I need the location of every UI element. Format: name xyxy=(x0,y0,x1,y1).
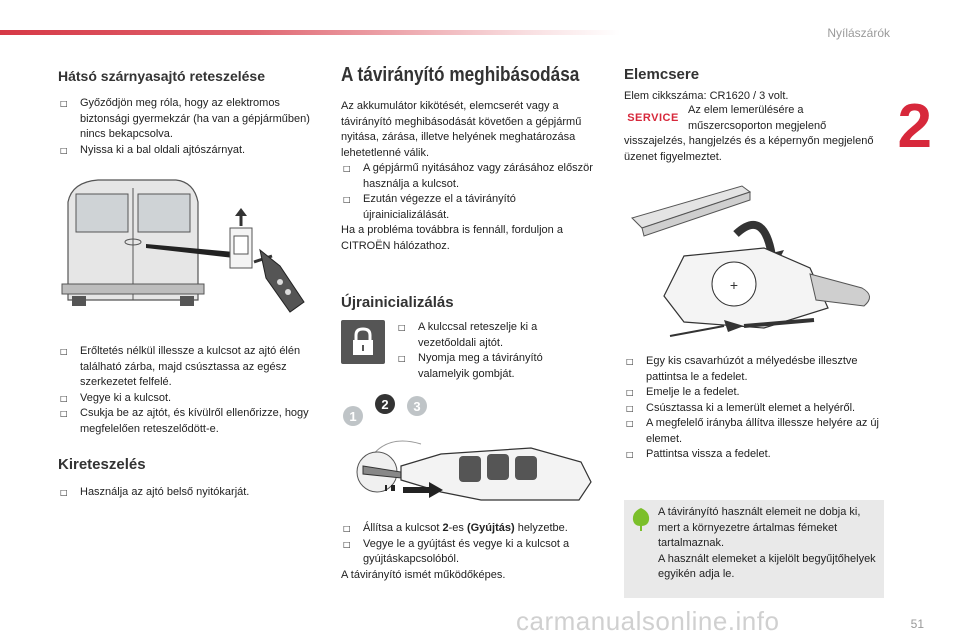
paragraph-intro: Az akkumulátor kikötését, elemcserét vag… xyxy=(341,100,582,159)
page-number: 51 xyxy=(910,617,924,631)
paragraph-final: A távirányító ismét működőképes. xyxy=(341,568,506,581)
heading-remote-failure: A távirányító meghibásodása xyxy=(341,64,580,86)
battery-steps: □Egy kis csavarhúzót a mélyedésbe illesz… xyxy=(624,354,886,463)
svg-text:1: 1 xyxy=(349,409,356,424)
heading-battery-change: Elemcsere xyxy=(624,66,700,83)
list-item: □Csukja be az ajtót, és kívülről ellenőr… xyxy=(60,407,309,435)
list-item: □A kulccsal reteszelje ki a vezetőoldali… xyxy=(398,321,538,349)
list-item: □Emelje le a fedelet. xyxy=(624,385,886,401)
column-unlocking: Kireteszelés □Használja az ajtó belső ny… xyxy=(58,456,320,501)
bullet-icon: □ xyxy=(626,357,634,366)
bullet-icon: □ xyxy=(60,347,68,356)
eco-note-text: A távirányító használt elemeit ne dobja … xyxy=(658,506,861,549)
column-remote-failure: A távirányító meghibásodása Az akkumulát… xyxy=(341,64,603,254)
leaf-icon xyxy=(632,508,650,531)
bullet-icon: □ xyxy=(626,403,634,413)
list-item: □Nyomja meg a távirányító valamelyik gom… xyxy=(398,352,543,380)
list-item: □Erőltetés nélkül illessze a kulcsot az … xyxy=(60,345,301,388)
bullet-icon: □ xyxy=(398,354,406,363)
list-item: □A megfelelő irányba állítva illessze he… xyxy=(626,417,879,445)
battery-spec: Elem cikkszáma: CR1620 / 3 volt. xyxy=(624,90,789,102)
list-item: □A gépjármű nyitásához vagy zárásához el… xyxy=(343,162,593,190)
service-text-2: visszajelzés, hangjelzés és a képernyőn … xyxy=(624,135,874,163)
list-item: □Használja az ajtó belső nyitókarját. xyxy=(58,485,320,501)
chapter-number: 2 xyxy=(897,92,932,161)
svg-text:+: + xyxy=(730,277,738,293)
eco-note-box xyxy=(624,500,884,598)
column-rear-door: Hátsó szárnyasajtó reteszelése □Győződjö… xyxy=(58,68,320,158)
list-item: □Pattintsa vissza a fedelet. xyxy=(624,447,886,463)
column-battery-change: Elemcsere Elem cikkszáma: CR1620 / 3 vol… xyxy=(624,66,886,105)
van-rear-door-illustration xyxy=(58,172,312,318)
battery-change-illustration: + xyxy=(631,185,870,337)
list-item: □Állítsa a kulcsot 2-es (Gyújtás) helyze… xyxy=(341,521,603,537)
header-accent-bar xyxy=(0,30,620,35)
reinit-steps: □A kulccsal reteszelje ki a vezetőoldali… xyxy=(396,320,596,382)
heading-reinitialization: Újrainicializálás xyxy=(341,294,454,311)
list-item: □Vegye le a gyújtást és vegye ki a kulcs… xyxy=(343,537,570,566)
bullet-icon: □ xyxy=(60,393,68,403)
svg-text:2: 2 xyxy=(381,397,388,412)
key-ignition-illustration: 1 2 3 xyxy=(343,394,592,501)
bullet-icon: □ xyxy=(626,450,634,459)
list-item: □Egy kis csavarhúzót a mélyedésbe illesz… xyxy=(626,355,858,383)
bullet-icon: □ xyxy=(343,164,351,173)
list-item: □Csúsztassa ki a lemerült elemet a helyé… xyxy=(624,401,886,417)
list-item: □Győződjön meg róla, hogy az elektromos … xyxy=(60,97,310,140)
paragraph-outro: Ha a probléma továbbra is fennáll, fordu… xyxy=(341,224,563,252)
eco-note: A távirányító használt elemeit ne dobja … xyxy=(658,505,880,583)
bullet-icon: □ xyxy=(626,388,634,397)
bullet-icon: □ xyxy=(626,419,634,428)
heading-rear-door-locking: Hátsó szárnyasajtó reteszelése xyxy=(58,68,265,84)
service-text-1: Az elem lemerülésére a műszercsoporton m… xyxy=(688,104,827,132)
list-item: □Nyissa ki a bal oldali ajtószárnyat. xyxy=(58,143,320,159)
ignition-steps: □Állítsa a kulcsot 2-es (Gyújtás) helyze… xyxy=(341,521,603,583)
bullet-icon: □ xyxy=(60,409,68,418)
bullet-icon: □ xyxy=(343,195,351,204)
bullet-icon: □ xyxy=(398,323,406,332)
bullet-icon: □ xyxy=(60,99,68,108)
bullet-icon: □ xyxy=(343,524,351,533)
bullet-icon: □ xyxy=(60,488,68,497)
bullet-icon: □ xyxy=(343,539,351,549)
list-item: □Vegye ki a kulcsot. xyxy=(58,391,320,407)
reinit-heading-wrap: Újrainicializálás xyxy=(341,294,603,311)
bullet-icon: □ xyxy=(60,145,68,155)
eco-note-text-2: A használt elemeket a kijelölt begyűjtőh… xyxy=(658,552,876,581)
watermark: carmanualsonline.info xyxy=(516,606,780,636)
service-warning-icon: SERVICE xyxy=(627,112,679,124)
section-title: Nyílászárók xyxy=(827,26,890,40)
svg-text:3: 3 xyxy=(413,399,420,414)
heading-unlocking: Kireteszelés xyxy=(58,456,146,473)
list-item: □Ezután végezze el a távirányító újraini… xyxy=(343,193,516,221)
padlock-icon xyxy=(341,320,385,364)
column-rear-door-steps: □Erőltetés nélkül illessze a kulcsot az … xyxy=(58,344,320,437)
